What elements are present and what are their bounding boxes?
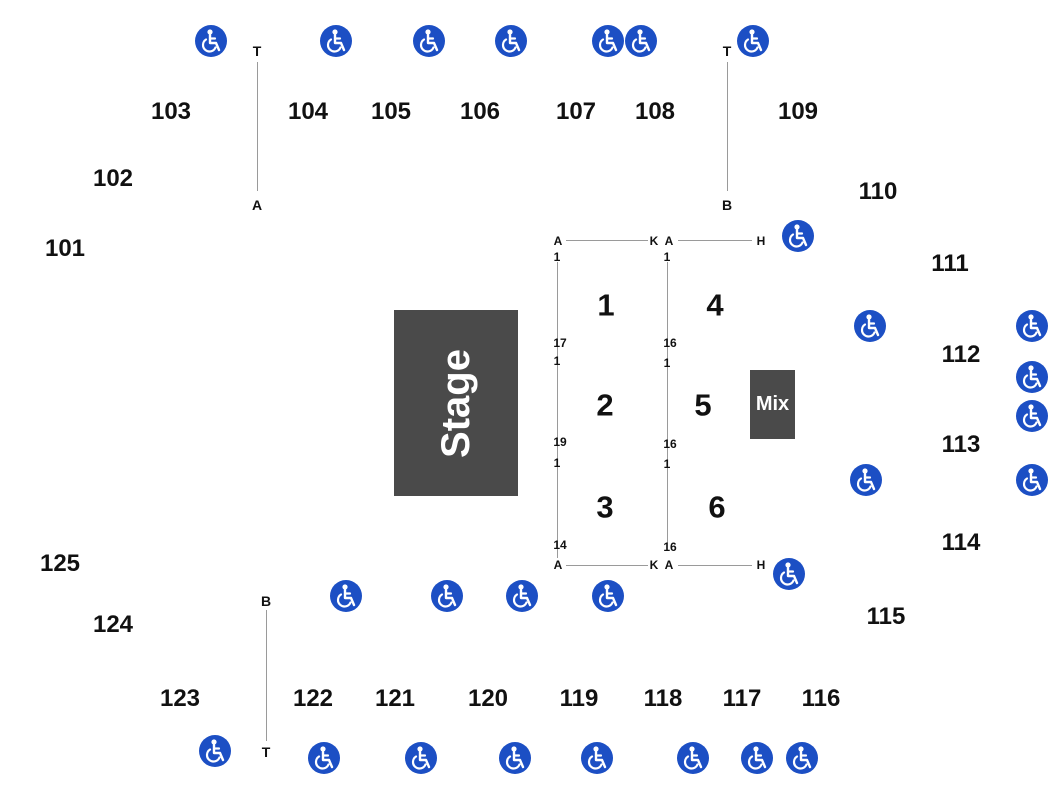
wheelchair-icon[interactable]: [431, 580, 463, 612]
floor-row-label: A: [553, 558, 563, 572]
floor-row-label: K: [649, 234, 659, 248]
floor-row-label: A: [553, 234, 563, 248]
row-label: A: [251, 197, 263, 213]
section-108[interactable]: 108: [634, 98, 676, 125]
wheelchair-icon[interactable]: [592, 580, 624, 612]
floor-row-line-top-right: [678, 240, 752, 241]
floor-section-6[interactable]: 6: [708, 489, 726, 525]
row-label: B: [260, 593, 272, 609]
wheelchair-icon[interactable]: [786, 742, 818, 774]
wheelchair-icon[interactable]: [495, 25, 527, 57]
section-123[interactable]: 123: [159, 685, 201, 712]
section-102[interactable]: 102: [92, 165, 134, 192]
wheelchair-icon[interactable]: [737, 25, 769, 57]
wheelchair-icon[interactable]: [581, 742, 613, 774]
floor-row-line-bottom-right: [678, 565, 752, 566]
section-115[interactable]: 115: [866, 603, 906, 630]
wheelchair-icon[interactable]: [413, 25, 445, 57]
section-114[interactable]: 114: [941, 529, 981, 556]
section-110[interactable]: 110: [858, 178, 898, 205]
row-label: T: [261, 744, 271, 760]
aisle-line-bottom-left: [266, 610, 267, 741]
section-106[interactable]: 106: [459, 98, 501, 125]
floor-row-line-top-left: [566, 240, 648, 241]
section-120[interactable]: 120: [467, 685, 509, 712]
floor-section-5[interactable]: 5: [694, 387, 712, 423]
floor-section-3[interactable]: 3: [596, 489, 614, 525]
section-125[interactable]: 125: [39, 550, 81, 577]
floor-row-label: A: [664, 234, 674, 248]
seat-number: 16: [663, 540, 677, 554]
wheelchair-icon[interactable]: [199, 735, 231, 767]
wheelchair-icon[interactable]: [854, 310, 886, 342]
section-103[interactable]: 103: [150, 98, 192, 125]
seat-number: 19: [553, 435, 567, 449]
aisle-line-top-right: [727, 62, 728, 191]
floor-aisle-line-left: [557, 262, 558, 558]
wheelchair-icon[interactable]: [1016, 310, 1048, 342]
section-121[interactable]: 121: [374, 685, 416, 712]
wheelchair-icon[interactable]: [308, 742, 340, 774]
seat-number: 16: [663, 437, 677, 451]
wheelchair-icon[interactable]: [499, 742, 531, 774]
section-122[interactable]: 122: [292, 685, 334, 712]
wheelchair-icon[interactable]: [195, 25, 227, 57]
section-107[interactable]: 107: [555, 98, 597, 125]
section-101[interactable]: 101: [44, 235, 86, 262]
seat-number: 1: [663, 250, 671, 264]
stage-label: Stage: [433, 348, 478, 458]
section-116[interactable]: 116: [801, 685, 841, 712]
section-104[interactable]: 104: [287, 98, 329, 125]
section-112[interactable]: 112: [941, 341, 981, 368]
seat-number: 1: [553, 456, 561, 470]
wheelchair-icon[interactable]: [850, 464, 882, 496]
wheelchair-icon[interactable]: [782, 220, 814, 252]
wheelchair-icon[interactable]: [330, 580, 362, 612]
seat-number: 16: [663, 336, 677, 350]
row-label: T: [252, 43, 262, 59]
wheelchair-icon[interactable]: [677, 742, 709, 774]
section-119[interactable]: 119: [559, 685, 599, 712]
floor-aisle-line-right: [667, 262, 668, 543]
wheelchair-icon[interactable]: [320, 25, 352, 57]
seat-number: 1: [553, 354, 561, 368]
wheelchair-icon[interactable]: [592, 25, 624, 57]
floor-row-label: H: [756, 234, 766, 248]
section-117[interactable]: 117: [722, 685, 762, 712]
seat-number: 1: [663, 457, 671, 471]
section-113[interactable]: 113: [941, 431, 981, 458]
section-105[interactable]: 105: [370, 98, 412, 125]
section-109[interactable]: 109: [777, 98, 819, 125]
floor-row-label: A: [664, 558, 674, 572]
floor-row-line-bottom-left: [566, 565, 648, 566]
section-118[interactable]: 118: [643, 685, 683, 712]
stage: Stage: [394, 310, 518, 496]
aisle-line-top-left: [257, 62, 258, 191]
wheelchair-icon[interactable]: [506, 580, 538, 612]
section-111[interactable]: 111: [931, 250, 969, 277]
seat-number: 1: [553, 250, 561, 264]
floor-section-2[interactable]: 2: [596, 387, 614, 423]
floor-section-4[interactable]: 4: [706, 287, 724, 323]
wheelchair-icon[interactable]: [625, 25, 657, 57]
mix-label: Mix: [755, 393, 790, 415]
mix-position: Mix: [750, 370, 795, 439]
floor-row-label: H: [756, 558, 766, 572]
row-label: B: [721, 197, 733, 213]
wheelchair-icon[interactable]: [1016, 361, 1048, 393]
wheelchair-icon[interactable]: [405, 742, 437, 774]
wheelchair-icon[interactable]: [773, 558, 805, 590]
floor-row-label: K: [649, 558, 659, 572]
wheelchair-icon[interactable]: [1016, 400, 1048, 432]
section-124[interactable]: 124: [92, 611, 134, 638]
wheelchair-icon[interactable]: [1016, 464, 1048, 496]
floor-section-1[interactable]: 1: [597, 287, 615, 323]
seat-number: 1: [663, 356, 671, 370]
row-label: T: [722, 43, 732, 59]
seat-number: 17: [553, 336, 567, 350]
seat-number: 14: [553, 538, 567, 552]
wheelchair-icon[interactable]: [741, 742, 773, 774]
